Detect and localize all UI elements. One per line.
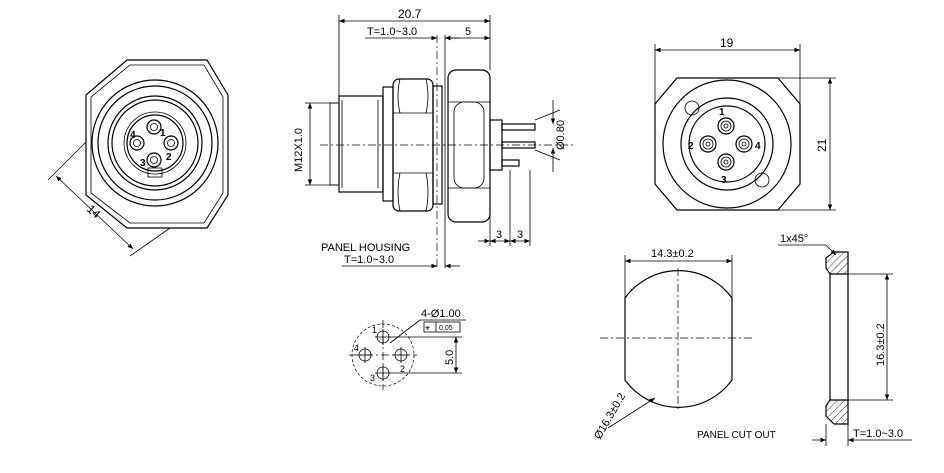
back-pin-label-2: 2 [688, 141, 694, 152]
front-pin-label-3: 3 [140, 158, 146, 169]
back-view: 1 4 3 2 19 21 [654, 36, 836, 211]
side-view: 20.7 T=1.0~3.0 5 M12X1.0 Ø0.80 3 3 PANEL… [293, 7, 575, 269]
cutout-label: PANEL CUT OUT [697, 430, 776, 441]
pcb-tolerance-symbol: ⌖ [425, 323, 430, 333]
section-dim-height: 16.3±0.2 [875, 323, 887, 366]
hex-outline [85, 59, 229, 229]
cutout-dim-diameter: Ø16.3±0.2 [592, 391, 628, 441]
pcb-pin-label-2: 2 [400, 364, 405, 374]
pcb-tolerance-value: 0.05 [439, 325, 453, 332]
thread-body [338, 95, 384, 193]
front-pin-label-4: 4 [130, 130, 136, 141]
cutout-outline [624, 270, 733, 408]
pcb-dim-pitch: 5.0 [444, 350, 456, 365]
side-dim-panel-thickness-bottom: T=1.0~3.0 [344, 254, 394, 266]
pcb-pin-label-4: 4 [354, 343, 359, 353]
panel-section-bottom [825, 399, 849, 425]
back-pin-label-4: 4 [755, 141, 761, 152]
back-dim-width: 19 [720, 36, 734, 50]
side-dim-thread: M12X1.0 [293, 128, 305, 172]
section-dim-thickness: T=1.0~3.0 [853, 428, 903, 440]
cutout-dim-width: 14.3±0.2 [651, 248, 694, 260]
section-dim-chamfer: 1x45° [780, 233, 808, 245]
side-label-panel-housing: PANEL HOUSING [321, 242, 410, 254]
back-dim-height: 21 [815, 138, 829, 152]
pcb-dim-hole: 4-Ø1.00 [421, 308, 461, 320]
panel-section-top [825, 251, 849, 275]
side-dim-overall-length: 20.7 [398, 7, 422, 21]
front-view: 1 2 3 4 14 [47, 59, 229, 257]
side-dim-pin-gap-b: 3 [517, 229, 523, 241]
side-dim-panel-thickness-top: T=1.0~3.0 [367, 26, 417, 38]
panel-section: 1x45° 16.3±0.2 T=1.0~3.0 [778, 233, 912, 446]
pcb-pin-label-1: 1 [372, 325, 377, 335]
pcb-layout: 1 2 3 4 4-Ø1.00 ⌖ 0.05 5.0 [349, 308, 466, 390]
front-pin-label-1: 1 [160, 128, 166, 139]
front-pin-label-2: 2 [166, 152, 172, 163]
back-pin-label-3: 3 [721, 175, 727, 186]
panel-cutout: 14.3±0.2 Ø16.3±0.2 PANEL CUT OUT [592, 248, 776, 442]
pcb-pin-label-3: 3 [370, 373, 375, 383]
front-flange-circle [91, 79, 219, 207]
side-dim-pin-diameter: Ø0.80 [555, 120, 567, 150]
side-dim-flange: 5 [465, 26, 471, 38]
side-dim-pin-gap-a: 3 [496, 229, 502, 241]
back-pin-label-1: 1 [719, 107, 725, 118]
